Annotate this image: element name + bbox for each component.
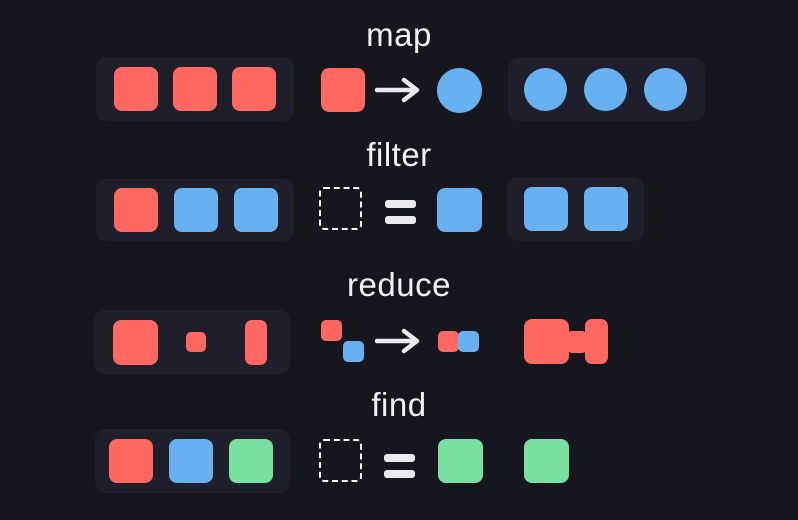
- blue-circle: [524, 68, 567, 111]
- blue-circle: [584, 68, 627, 111]
- arrow-icon: [374, 76, 422, 104]
- placeholder-square: [319, 439, 362, 482]
- map-label: map: [366, 16, 432, 53]
- map-input-array: [96, 57, 294, 121]
- map-rule-output-circle: [437, 68, 482, 113]
- small-red-square: [186, 332, 206, 352]
- find-label: find: [371, 386, 427, 423]
- arrow-icon: [374, 327, 422, 355]
- reduce-input-array: [94, 310, 290, 374]
- find-result-square: [524, 439, 569, 483]
- blue-square: [169, 439, 213, 483]
- blue-circle: [644, 68, 687, 111]
- reduce-merged-pair: [438, 331, 479, 352]
- equals-bar: [384, 470, 415, 478]
- tall-red-rect: [245, 319, 267, 365]
- filter-label: filter: [366, 136, 432, 173]
- blue-square: [174, 188, 218, 232]
- reduce-label: reduce: [347, 266, 451, 303]
- small-blue-square: [458, 331, 479, 352]
- small-red-square: [438, 331, 459, 352]
- equals-bar: [385, 216, 416, 224]
- equals-bar: [384, 454, 415, 462]
- blue-square: [584, 187, 628, 231]
- red-square: [232, 67, 276, 111]
- large-red-square: [113, 319, 158, 365]
- merged-tall-rect: [585, 319, 608, 364]
- reduce-result-shape: [524, 319, 608, 364]
- equals-bar: [385, 200, 416, 208]
- placeholder-square: [319, 187, 362, 230]
- red-square: [114, 67, 158, 111]
- merged-connector: [567, 330, 587, 353]
- filter-input-array: [96, 179, 294, 241]
- equals-sign: [384, 454, 415, 478]
- green-square: [229, 439, 273, 483]
- red-square: [114, 188, 158, 232]
- blue-square: [524, 187, 568, 231]
- blue-square: [234, 188, 278, 232]
- filter-rule-square: [437, 188, 482, 232]
- red-square: [109, 439, 153, 483]
- small-blue-square: [343, 341, 364, 362]
- find-input-array: [95, 429, 290, 493]
- small-red-square: [321, 320, 342, 341]
- find-rule-square: [438, 439, 483, 483]
- equals-sign: [385, 200, 416, 224]
- merged-big-square: [524, 319, 569, 364]
- red-square: [173, 67, 217, 111]
- filter-output-array: [507, 177, 644, 241]
- map-output-array: [508, 58, 705, 121]
- map-rule-input-square: [321, 68, 365, 112]
- reduce-accumulator-pair: [321, 320, 364, 362]
